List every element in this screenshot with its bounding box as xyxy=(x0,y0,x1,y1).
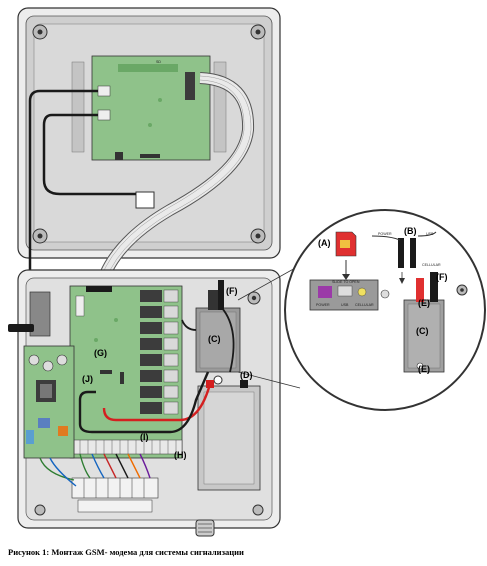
callout-c: (C) xyxy=(208,334,221,344)
label-module-power: POWER xyxy=(316,303,330,307)
callout-a: (A) xyxy=(318,238,331,248)
label-module-usb: USB xyxy=(341,303,349,307)
power-usb-cables xyxy=(371,231,437,284)
backup-battery xyxy=(197,380,261,491)
tamper-switch xyxy=(135,191,155,209)
bottom-terminal-block xyxy=(71,477,159,513)
callout-b: (B) xyxy=(404,226,417,236)
label-module-cellular: CELLULAR xyxy=(355,303,374,307)
label-cellular: CELLULAR xyxy=(422,263,441,267)
power-cables xyxy=(78,307,235,434)
gsm-module-board xyxy=(309,279,390,311)
figure-caption: Рисунок 1: Монтаж GSM- модема для систем… xyxy=(8,547,244,557)
antenna-icon xyxy=(218,280,224,310)
callout-j: (J) xyxy=(82,374,93,384)
side-cable-entry xyxy=(8,291,51,337)
magnified-inset: POWER USB CELLULAR SLIDE TO OPEN POWER U… xyxy=(237,209,486,411)
callout-d: (D) xyxy=(240,370,253,380)
callout-c-inset: (C) xyxy=(416,326,429,336)
callout-h: (H) xyxy=(174,450,187,460)
screw-icon xyxy=(32,24,266,244)
field-wiring xyxy=(39,453,151,487)
callout-e-inset-top: (E) xyxy=(418,298,430,308)
keypad-pcb: SD xyxy=(91,55,211,161)
label-slide-to-open: SLIDE TO OPEN xyxy=(332,280,360,284)
callout-f: (F) xyxy=(226,286,238,296)
callout-f-inset: (F) xyxy=(436,272,448,282)
callout-g: (G) xyxy=(94,348,107,358)
callout-e-inset-bottom: (E) xyxy=(418,364,430,374)
label-usb-cable: USB xyxy=(426,232,434,236)
lid-wiring xyxy=(28,72,255,300)
gsm-modem-side-view xyxy=(403,272,468,373)
expansion-pcb xyxy=(23,345,75,459)
label-power-cable: POWER xyxy=(378,232,392,236)
callout-i: (I) xyxy=(140,432,149,442)
sim-card-icon xyxy=(335,231,357,257)
svg-text:SD: SD xyxy=(156,60,161,64)
relay-row xyxy=(140,290,162,414)
